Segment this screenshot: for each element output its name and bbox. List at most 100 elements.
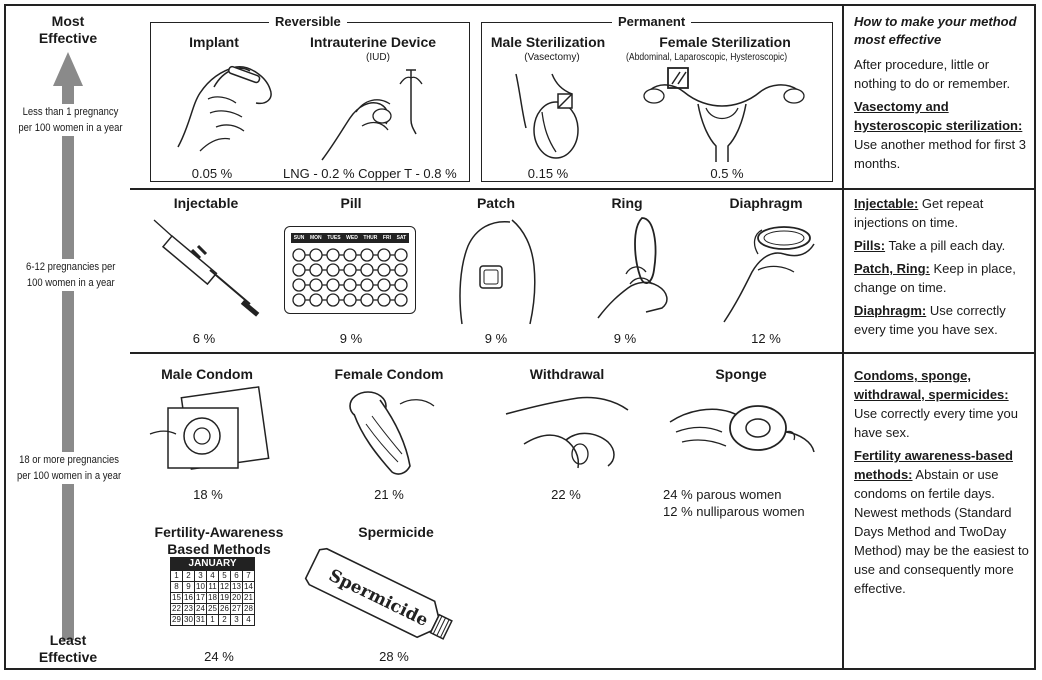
- pill-blister: [309, 248, 323, 262]
- calendar-day: 14: [242, 581, 255, 593]
- calendar-day: 1: [206, 614, 219, 626]
- calendar-day: 25: [206, 603, 219, 615]
- male-condom-label: Male Condom: [161, 366, 253, 382]
- advice-patch-text: Keep in place, change on time.: [854, 261, 1016, 295]
- implant-rate: 0.05 %: [191, 166, 233, 181]
- pill-grid: [292, 248, 408, 307]
- reversible-group: Reversible: [150, 14, 470, 182]
- pill-blister: [326, 293, 340, 307]
- pill-blister: [394, 248, 408, 262]
- vasectomy-sublabel: (Vasectomy): [524, 52, 580, 63]
- implant-illustration: [177, 65, 272, 152]
- pill-day-label: WED: [346, 235, 358, 241]
- female-sterilization-sublabel: (Abdominal, Laparoscopic, Hysteroscopic): [626, 52, 788, 63]
- pill-blister: [292, 293, 306, 307]
- male-sterilization-rate: 0.15 %: [527, 166, 569, 181]
- sponge-rate-parous: 24 % parous women: [663, 487, 782, 502]
- iud-sublabel: (IUD): [366, 52, 390, 63]
- calendar-day: 22: [170, 603, 183, 615]
- diaphragm-rate: 12 %: [751, 331, 781, 346]
- pill-blister: [394, 293, 408, 307]
- female-condom-label: Female Condom: [334, 366, 444, 382]
- pill-day-label: MON: [309, 235, 322, 241]
- calendar-day: 1: [170, 570, 183, 582]
- calendar-day: 16: [182, 592, 195, 604]
- pill-blister: [360, 263, 374, 277]
- calendar-day: 28: [242, 603, 255, 615]
- advice-patch-heading: Patch, Ring:: [854, 261, 930, 276]
- calendar-day: 2: [182, 570, 195, 582]
- male-sterilization-label: Male Sterilization: [490, 34, 606, 50]
- female-sterilization-label: Female Sterilization: [659, 34, 791, 50]
- advice-injectable-heading: Injectable:: [854, 196, 919, 211]
- male-condom-rate: 18 %: [193, 487, 223, 502]
- advice-column-divider: [842, 4, 844, 670]
- calendar-day: 15: [170, 592, 183, 604]
- female-condom-illustration: [349, 391, 435, 475]
- calendar-day: 21: [242, 592, 255, 604]
- pill-blister: [309, 278, 323, 292]
- pill-blister: [377, 248, 391, 262]
- pill-blister: [377, 293, 391, 307]
- permanent-title: Permanent: [612, 14, 692, 29]
- advice-fab-text: Abstain or use condoms on fertile days. …: [854, 467, 1029, 596]
- pill-blister: [360, 248, 374, 262]
- calendar-day: 3: [230, 614, 243, 626]
- advice-fab-heading: Fertility awareness-based methods:: [854, 448, 1013, 482]
- calendar-day: 3: [194, 570, 207, 582]
- pill-blister: [292, 263, 306, 277]
- fertility-awareness-rate: 24 %: [204, 649, 234, 664]
- advice-condoms-heading: Condoms, sponge, withdrawal, spermicides…: [854, 368, 1009, 402]
- calendar-day: 8: [170, 581, 183, 593]
- calendar-day: 11: [206, 581, 219, 593]
- calendar-day: 6: [230, 570, 243, 582]
- iud-rate: LNG - 0.2 % Copper T - 0.8 %: [283, 166, 457, 181]
- calendar-day: 19: [218, 592, 231, 604]
- calendar-day: 26: [218, 603, 231, 615]
- pill-blister: [326, 248, 340, 262]
- spermicide-label: Spermicide: [358, 524, 434, 540]
- pill-rate: 9 %: [339, 331, 363, 346]
- chart-frame: [4, 4, 1036, 670]
- pill-day-label: SUN: [293, 235, 305, 241]
- calendar-day: 18: [206, 592, 219, 604]
- female-condom-rate: 21 %: [374, 487, 404, 502]
- advice-tier1-text: After procedure, little or nothing to do…: [854, 57, 1011, 91]
- calendar-day: 20: [230, 592, 243, 604]
- injectable-label: Injectable: [173, 195, 239, 211]
- iud-label: Intrauterine Device: [309, 34, 437, 50]
- pill-blister: [309, 263, 323, 277]
- male-condom-illustration: [149, 386, 270, 470]
- calendar-day: 23: [182, 603, 195, 615]
- sponge-rate-nulliparous: 12 % nulliparous women: [663, 504, 805, 519]
- calendar-day: 12: [218, 581, 231, 593]
- pill-day-label: FRI: [382, 235, 391, 241]
- calendar-day: 7: [242, 570, 255, 582]
- advice-vasectomy-text: Use another method for first 3 months.: [854, 137, 1026, 171]
- calendar-day: 27: [230, 603, 243, 615]
- ring-illustration: [597, 217, 668, 319]
- withdrawal-illustration: [505, 396, 629, 469]
- pill-blister: [394, 278, 408, 292]
- permanent-group: Permanent: [481, 14, 833, 182]
- pill-day-label: TUES: [327, 235, 341, 241]
- advice-condoms-text: Use correctly every time you have sex.: [854, 406, 1018, 440]
- patch-label: Patch: [476, 195, 516, 211]
- diaphragm-label: Diaphragm: [729, 195, 803, 211]
- calendar-day: 30: [182, 614, 195, 626]
- pill-blister: [343, 293, 357, 307]
- pill-blister: [309, 293, 323, 307]
- pill-blister: [394, 263, 408, 277]
- calendar-day: 9: [182, 581, 195, 593]
- patch-illustration: [459, 219, 536, 325]
- diaphragm-illustration: [723, 226, 815, 323]
- calendar-day: 10: [194, 581, 207, 593]
